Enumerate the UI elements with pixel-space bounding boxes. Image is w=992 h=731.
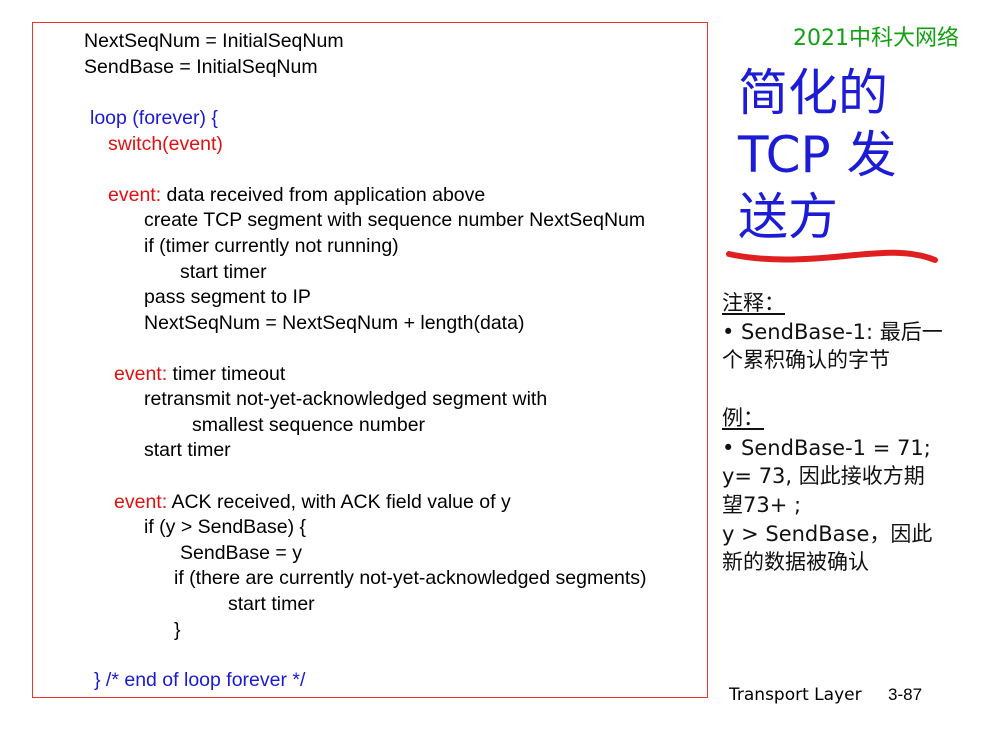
- code-line-event-timeout: event: timer timeout: [114, 363, 286, 385]
- pseudocode-box: [32, 22, 708, 698]
- code-line-event-data-received: event: data received from application ab…: [108, 184, 486, 206]
- slide-title-line-3: 送方: [738, 188, 838, 246]
- event-description: timer timeout: [167, 363, 286, 385]
- note-sendbase-line-1: • SendBase-1: 最后一: [722, 320, 943, 344]
- code-line-event-ack: event: ACK received, with ACK field valu…: [114, 491, 511, 513]
- code-line-smallest-seq: smallest sequence number: [192, 414, 426, 436]
- example-line-2: y= 73, 因此接收方期: [722, 464, 925, 488]
- code-line-start-timer-1: start timer: [180, 261, 267, 283]
- example-line-3: 望73+ ;: [722, 493, 802, 517]
- example-line-1: • SendBase-1 = 71;: [722, 436, 931, 460]
- notes-heading: 注释：: [722, 291, 785, 315]
- course-tag: 2021中科大网络: [793, 26, 959, 51]
- event-keyword: event:: [108, 184, 162, 206]
- note-sendbase-line-2: 个累积确认的字节: [722, 348, 890, 372]
- code-line-sendbase-y: SendBase = y: [180, 542, 302, 564]
- slide-title-line-1: 简化的: [738, 64, 888, 122]
- code-line-loop: loop (forever) {: [90, 107, 218, 129]
- code-line-init-sendbase: SendBase = InitialSeqNum: [84, 56, 318, 78]
- footer-section-label: Transport Layer: [729, 685, 862, 705]
- slide-title-line-2: TCP 发: [738, 126, 897, 184]
- example-heading: 例：: [722, 406, 764, 430]
- code-line-if-y-greater: if (y > SendBase) {: [144, 516, 307, 538]
- event-description: data received from application above: [161, 184, 486, 206]
- code-line-close-brace: }: [174, 619, 181, 641]
- code-line-start-timer-2: start timer: [144, 439, 231, 461]
- example-line-4: y > SendBase，因此: [722, 522, 933, 546]
- event-keyword: event:: [114, 491, 168, 513]
- example-line-5: 新的数据被确认: [722, 550, 869, 574]
- code-line-pass-segment: pass segment to IP: [144, 286, 311, 308]
- code-line-if-timer-not-running: if (timer currently not running): [144, 235, 399, 257]
- event-keyword: event:: [114, 363, 168, 385]
- code-line-update-nextseqnum: NextSeqNum = NextSeqNum + length(data): [144, 312, 525, 334]
- code-line-if-unacked: if (there are currently not-yet-acknowle…: [174, 567, 647, 589]
- code-line-end-loop: } /* end of loop forever */: [94, 669, 306, 691]
- event-description: ACK received, with ACK field value of y: [167, 491, 511, 513]
- code-line-start-timer-3: start timer: [228, 593, 315, 615]
- footer-page-number: 3-87: [888, 685, 923, 704]
- code-line-switch: switch(event): [108, 133, 223, 155]
- handwritten-underline: [726, 249, 938, 263]
- code-line-retransmit: retransmit not-yet-acknowledged segment …: [144, 388, 548, 410]
- code-line-create-segment: create TCP segment with sequence number …: [144, 209, 646, 231]
- code-line-init-nextseqnum: NextSeqNum = InitialSeqNum: [84, 30, 344, 52]
